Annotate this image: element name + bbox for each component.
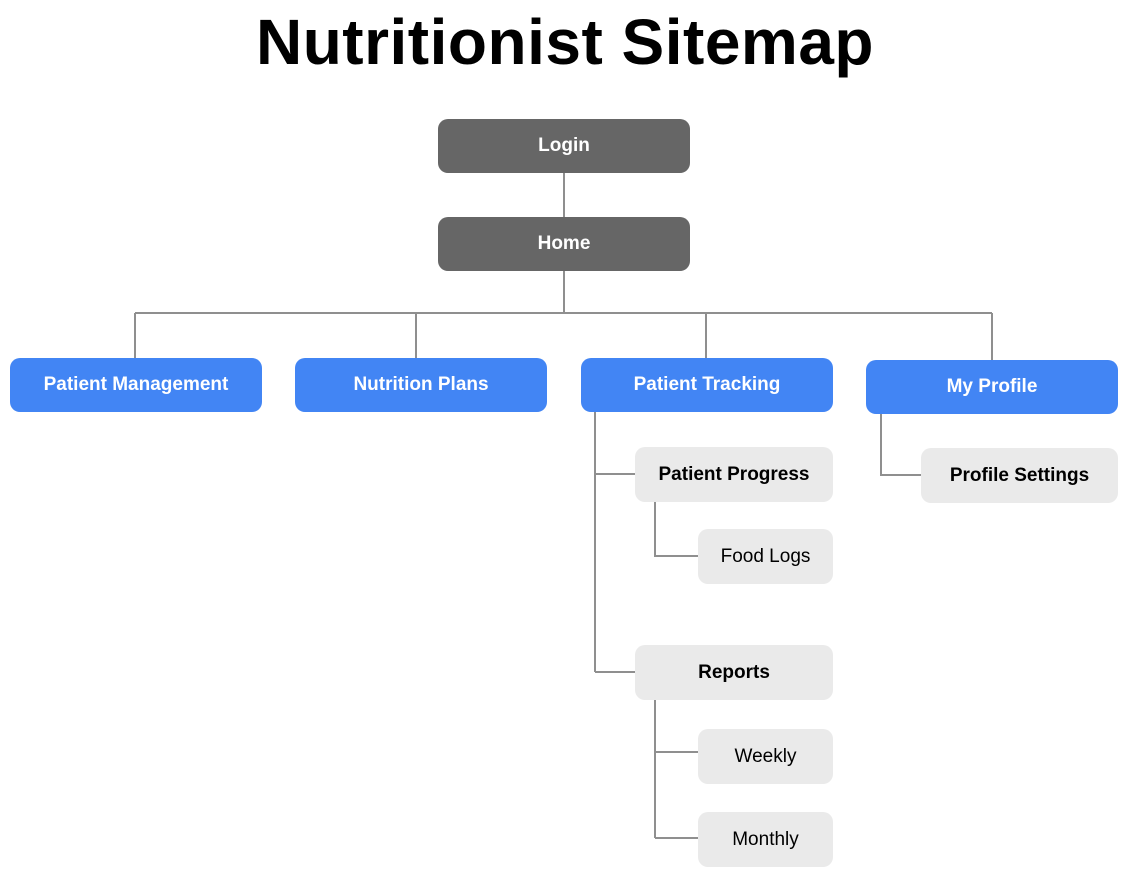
reports-node[interactable]: Reports (635, 645, 833, 700)
weekly-node[interactable]: Weekly (698, 729, 833, 784)
home-node[interactable]: Home (438, 217, 690, 271)
profile-settings-node[interactable]: Profile Settings (921, 448, 1118, 503)
page-title: Nutritionist Sitemap (255, 6, 875, 78)
nutrition-plans-node[interactable]: Nutrition Plans (295, 358, 547, 412)
login-node[interactable]: Login (438, 119, 690, 173)
patient-progress-node[interactable]: Patient Progress (635, 447, 833, 502)
patient-tracking-node[interactable]: Patient Tracking (581, 358, 833, 412)
monthly-node[interactable]: Monthly (698, 812, 833, 867)
food-logs-node[interactable]: Food Logs (698, 529, 833, 584)
my-profile-node[interactable]: My Profile (866, 360, 1118, 414)
connector-to-profile-settings (880, 414, 921, 476)
patient-management-node[interactable]: Patient Management (10, 358, 262, 412)
connector-to-food-logs (654, 502, 698, 557)
